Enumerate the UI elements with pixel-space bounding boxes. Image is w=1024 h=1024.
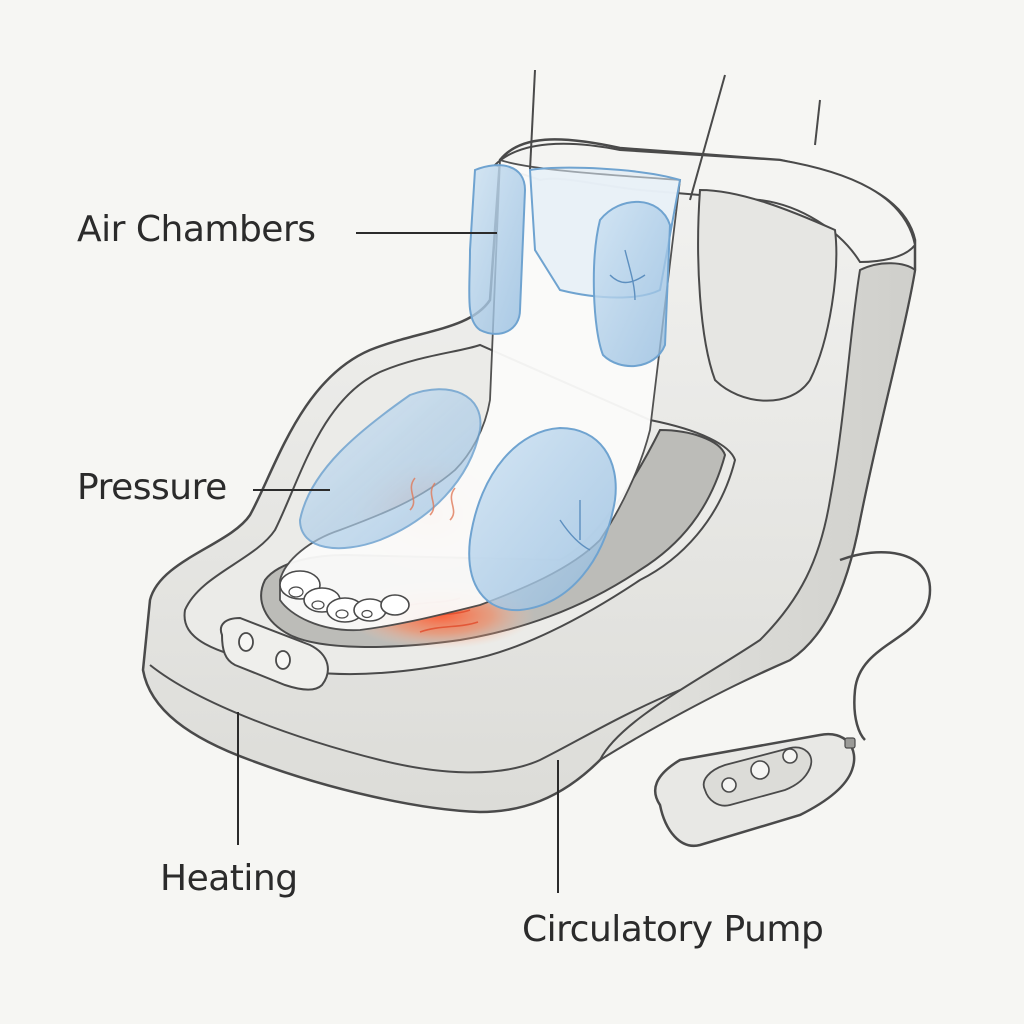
pressure-label: Pressure: [77, 467, 227, 508]
heating-label: Heating: [160, 858, 298, 899]
shell-button-1[interactable]: [238, 632, 254, 652]
remote-control[interactable]: [654, 732, 856, 848]
remote-button-3[interactable]: [782, 748, 798, 764]
air-chamber-bladders: [298, 164, 682, 612]
remote-cable: [839, 550, 932, 741]
circulatory-pump-label: Circulatory Pump: [522, 909, 824, 950]
backrest-inner: [697, 188, 838, 402]
air-chambers-label: Air Chambers: [77, 209, 316, 250]
remote-button-1[interactable]: [721, 777, 737, 793]
leader-lines: [237, 232, 559, 893]
remote-button-2[interactable]: [750, 760, 770, 780]
bladder-veins: [559, 249, 646, 551]
shell-button-2[interactable]: [275, 650, 291, 670]
shell-control-panel: [220, 616, 329, 691]
leg-outline: [529, 69, 821, 201]
shell-side-panel: [597, 262, 917, 763]
toenails: [288, 586, 373, 619]
heat-wave-lines: [409, 477, 456, 521]
